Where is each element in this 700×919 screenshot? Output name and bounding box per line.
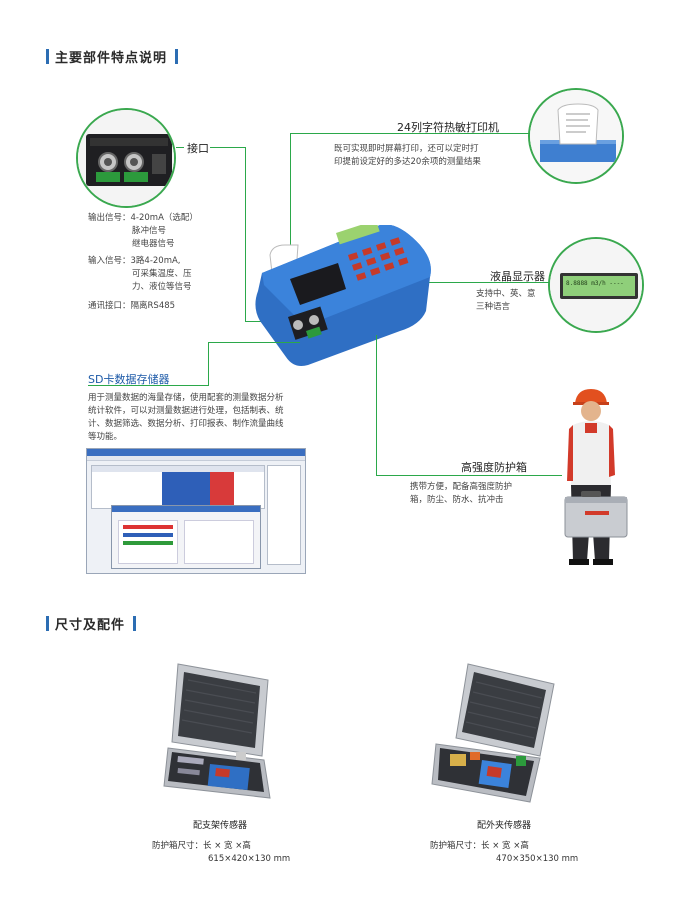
software-dialog	[111, 505, 261, 569]
kit-1-dims: 防护箱尺寸：长 × 宽 ×高 615×420×130 mm	[152, 840, 322, 866]
sd-desc-line: 计、数据筛选、数据分析、打印报表、制作流量曲线	[88, 419, 284, 429]
lcd-desc: 支持中、英、意 三种语言	[476, 288, 556, 314]
printer-leader-h	[290, 133, 518, 134]
kit-2-dims: 防护箱尺寸：长 × 宽 ×高 470×350×130 mm	[430, 840, 600, 866]
case-desc: 携带方便，配备高强度防护 箱，防尘、防水、抗冲击	[410, 481, 560, 507]
software-screenshot	[86, 448, 306, 574]
output-signal-line: 继电器信号	[132, 239, 175, 249]
title-bar-left	[46, 616, 49, 631]
lcd-label: 液晶显示器	[490, 270, 545, 283]
software-table	[91, 465, 265, 509]
kit-1-dims-value: 615×420×130 mm	[208, 854, 291, 864]
lcd-desc-line: 三种语言	[476, 302, 511, 312]
printer-label: 24列字符热敏打印机	[397, 121, 499, 134]
output-signal-line: 脉冲信号	[132, 226, 167, 236]
interface-leader-v	[245, 147, 246, 322]
sd-card-label: SD卡数据存储器	[88, 373, 170, 386]
title-bar-right	[175, 49, 179, 64]
lcd-photo-icon	[550, 239, 642, 331]
section-title-features: 主要部件特点说明	[46, 47, 179, 66]
printer-desc-line: 印提前设定好的多达20余项的测量结果	[334, 157, 481, 167]
case-leader-v	[376, 335, 377, 475]
printer-desc: 既可实现即时屏幕打印，还可以定时打 印提前设定好的多达20余项的测量结果	[334, 143, 524, 169]
kit-bracket-sensor-case-icon	[163, 663, 271, 799]
input-signal-line: 力、液位等信号	[132, 282, 192, 292]
lcd-screen-text: 8.8888 m3/h ----	[566, 280, 624, 287]
input-signal-label: 输入信号：	[88, 256, 131, 266]
kit-1-name: 配支架传感器	[192, 821, 247, 831]
flowmeter-device-icon	[255, 225, 431, 366]
sd-leader-underline	[88, 385, 208, 386]
title-bar-left	[46, 49, 49, 64]
interface-circle	[76, 108, 176, 208]
interface-output-block: 输出信号：4-20mA（选配） 脉冲信号 继电器信号	[88, 212, 228, 251]
interface-leader-h	[210, 147, 246, 148]
sd-leader-v	[208, 342, 209, 386]
kit-2-name: 配外夹传感器	[476, 821, 531, 831]
dims-title-text: 尺寸及配件	[55, 618, 126, 633]
software-side-panel	[267, 465, 301, 565]
interface-input-block: 输入信号：3路4-20mA, 可采集温度、压 力、液位等信号	[88, 255, 228, 294]
sd-leader-h	[208, 342, 300, 343]
input-signal-line: 可采集温度、压	[132, 269, 192, 279]
lcd-leader-h	[416, 282, 549, 283]
title-bar-right	[133, 616, 137, 631]
kit-1-dims-label: 防护箱尺寸：长 × 宽 ×高	[152, 841, 251, 851]
input-signal-line: 3路4-20mA,	[130, 256, 181, 266]
printer-desc-line: 既可实现即时屏幕打印，还可以定时打	[334, 144, 479, 154]
comm-value: 隔离RS485	[130, 301, 176, 311]
kit-2-dims-value: 470×350×130 mm	[496, 854, 579, 864]
software-titlebar	[87, 449, 305, 456]
case-leader-h	[376, 475, 562, 476]
case-desc-line: 携带方便，配备高强度防护	[410, 482, 513, 492]
output-signal-label: 输出信号：	[88, 213, 131, 223]
worker-with-case-icon	[564, 389, 628, 565]
printer-leader-v	[290, 133, 291, 251]
features-title-text: 主要部件特点说明	[55, 51, 168, 66]
lcd-desc-line: 支持中、英、意	[476, 289, 536, 299]
interface-photo-icon	[78, 110, 174, 206]
software-menubar	[87, 456, 305, 461]
interface-leader-short	[176, 147, 184, 148]
printer-circle	[528, 88, 624, 184]
sd-desc-line: 统计软件，可以对测量数据进行处理，包括制表、统	[88, 406, 284, 416]
kit-clamp-sensor-case-icon	[431, 663, 555, 803]
lcd-circle: 8.8888 m3/h ----	[548, 237, 644, 333]
printer-leader-end	[518, 133, 530, 134]
kit-2-dims-label: 防护箱尺寸：长 × 宽 ×高	[430, 841, 529, 851]
interface-comm-block: 通讯接口：隔离RS485	[88, 300, 228, 313]
section-title-dimensions: 尺寸及配件	[46, 614, 137, 633]
comm-label: 通讯接口：	[88, 301, 131, 311]
interface-label: 接口	[187, 142, 209, 155]
printer-photo-icon	[530, 90, 622, 182]
sd-desc-line: 用于测量数据的海量存储，使用配套的测量数据分析	[88, 393, 284, 403]
case-label: 高强度防护箱	[461, 461, 527, 474]
output-signal-line: 4-20mA（选配）	[130, 213, 198, 223]
sd-desc: 用于测量数据的海量存储，使用配套的测量数据分析 统计软件，可以对测量数据进行处理…	[88, 392, 323, 444]
sd-desc-line: 等功能。	[88, 432, 123, 442]
case-desc-line: 箱，防尘、防水、抗冲击	[410, 495, 504, 505]
